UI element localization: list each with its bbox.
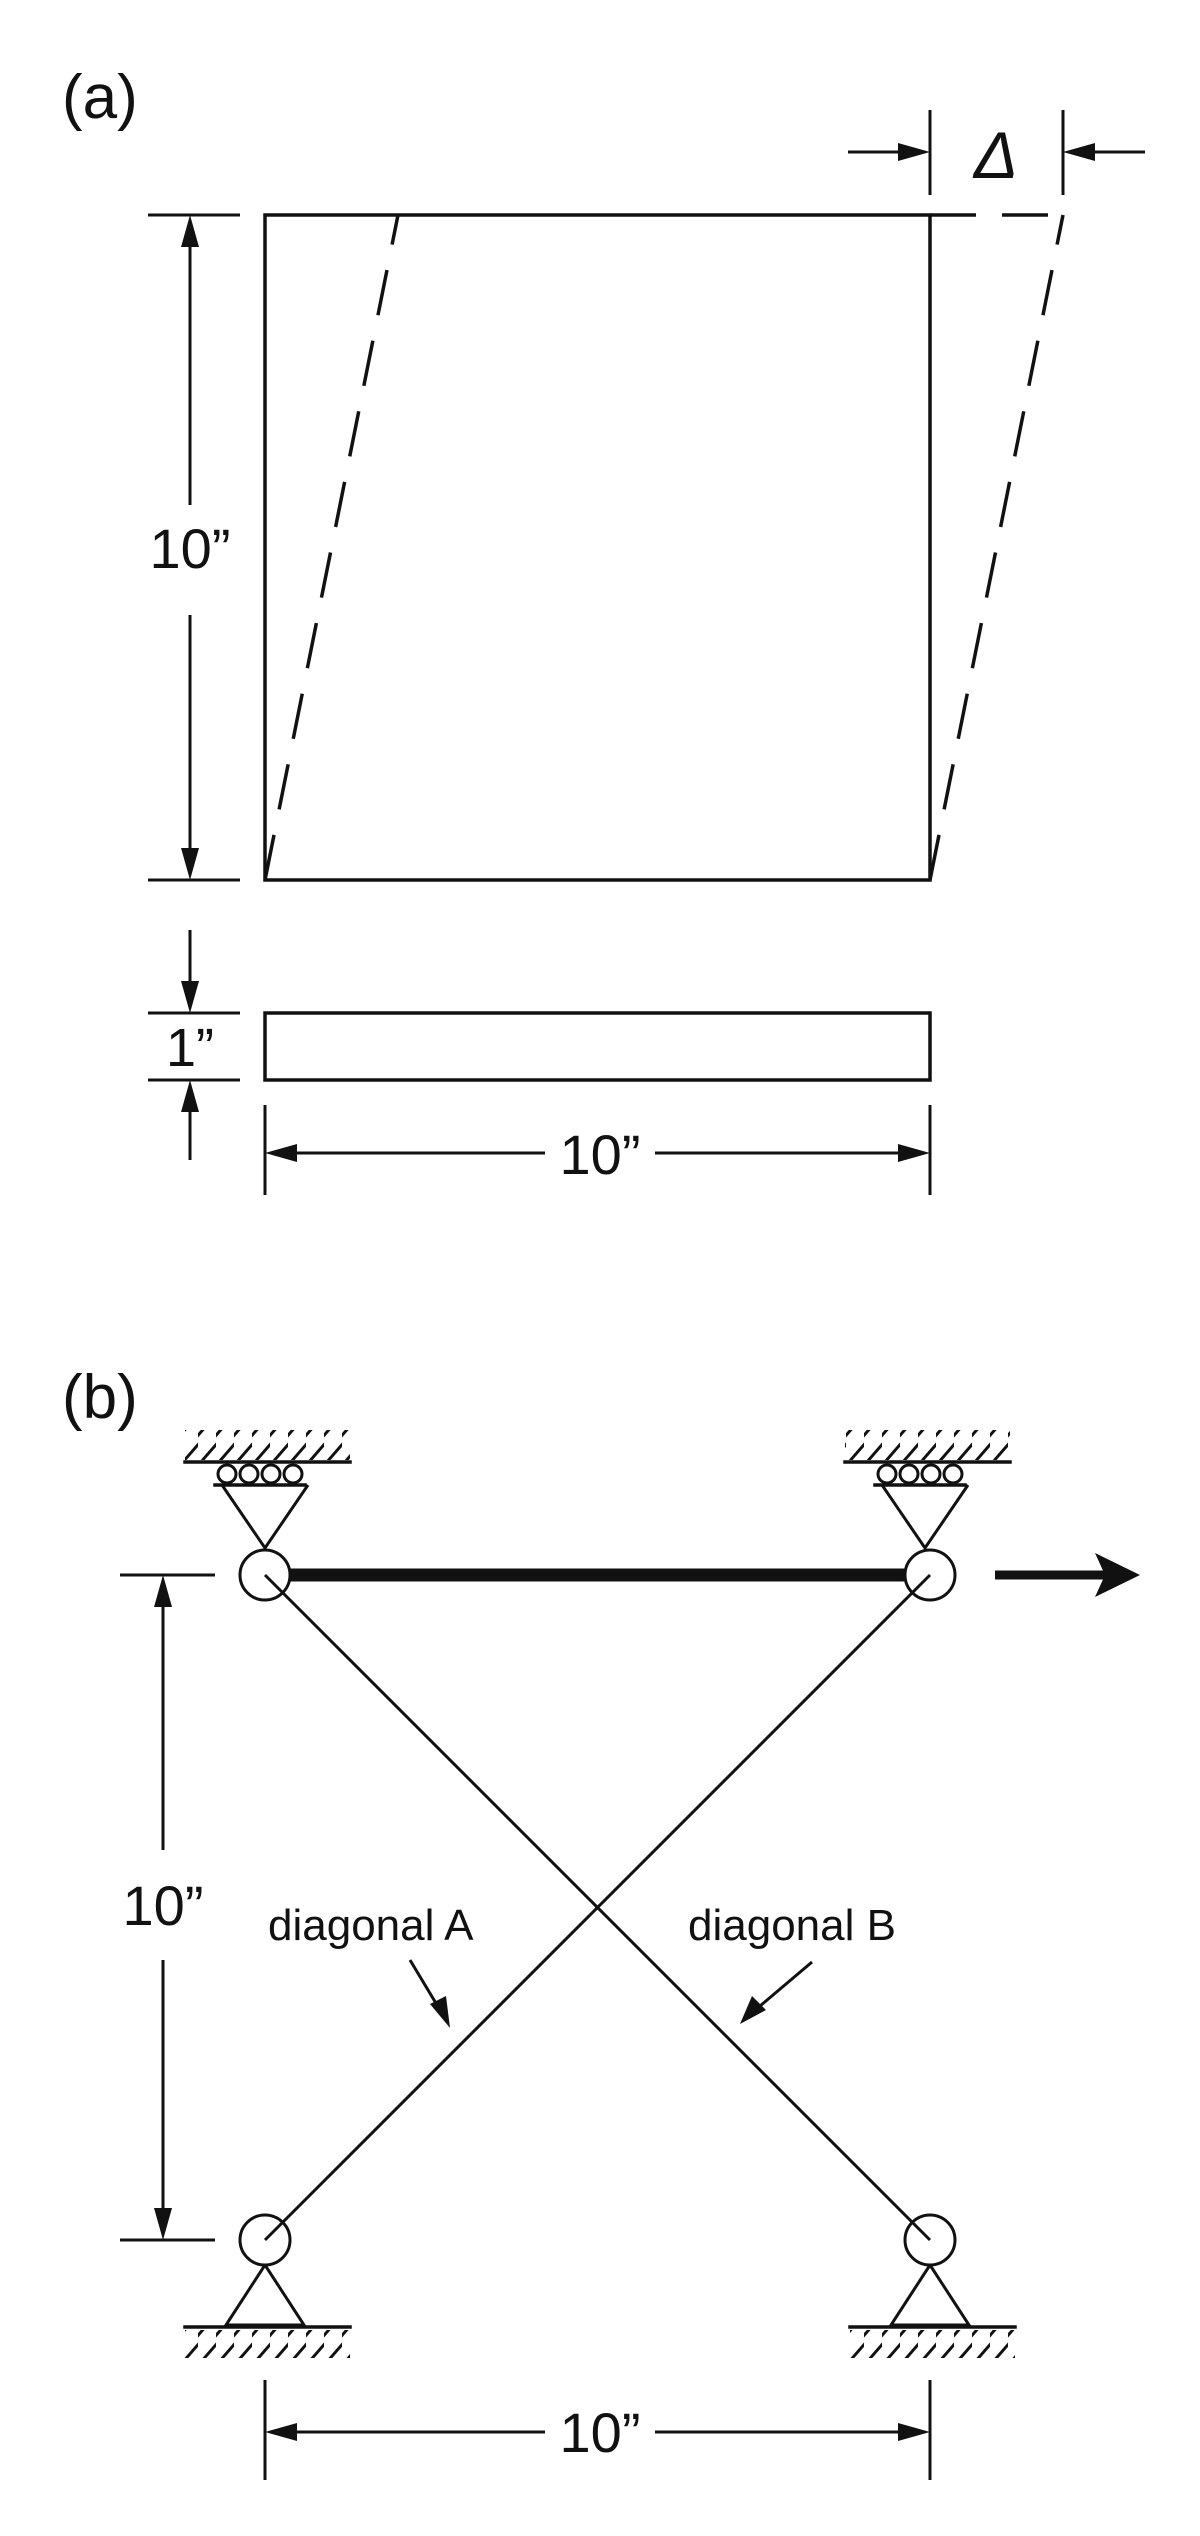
width-dimension-b: 10” <box>263 2380 932 2480</box>
panel-a: (a) 10” Δ <box>62 63 1145 1195</box>
diagonal-b-callout: diagonal B <box>688 1901 896 2024</box>
width-label-a: 10” <box>560 1123 641 1186</box>
load-arrow <box>995 1553 1140 1597</box>
pin-support-bottom-right <box>848 2264 1017 2358</box>
diagonal-a-label: diagonal A <box>268 1901 474 1950</box>
roller-support-top-left <box>183 1430 352 1551</box>
width-label-b: 10” <box>560 2401 641 2464</box>
width-dimension-a: 10” <box>263 1105 932 1195</box>
panel-a-label: (a) <box>62 63 138 132</box>
height-label-b: 10” <box>123 1874 204 1937</box>
thickness-dimension: 1” <box>148 930 240 1160</box>
pin-top-left <box>238 1548 292 1602</box>
diagonal-a-member <box>263 1573 932 2242</box>
roller-support-top-right <box>843 1430 1012 1551</box>
panel-b-label: (b) <box>62 1363 138 1432</box>
diagonal-a-callout: diagonal A <box>268 1901 474 2028</box>
height-dimension-a: 10” <box>148 213 240 882</box>
panel-b: (b) <box>62 1363 1140 2480</box>
pin-support-bottom-left <box>183 2264 352 2358</box>
deformed-shape <box>263 213 1065 881</box>
height-label-a: 10” <box>150 517 231 580</box>
height-dimension-b: 10” <box>120 1573 215 2242</box>
delta-dimension: Δ <box>848 110 1145 195</box>
plate-edge-view <box>263 1011 932 1082</box>
diagonal-b-label: diagonal B <box>688 1901 896 1950</box>
plate-square <box>263 213 932 882</box>
delta-symbol: Δ <box>972 118 1018 192</box>
thickness-label: 1” <box>166 1018 214 1078</box>
pin-top-right <box>903 1548 957 1602</box>
